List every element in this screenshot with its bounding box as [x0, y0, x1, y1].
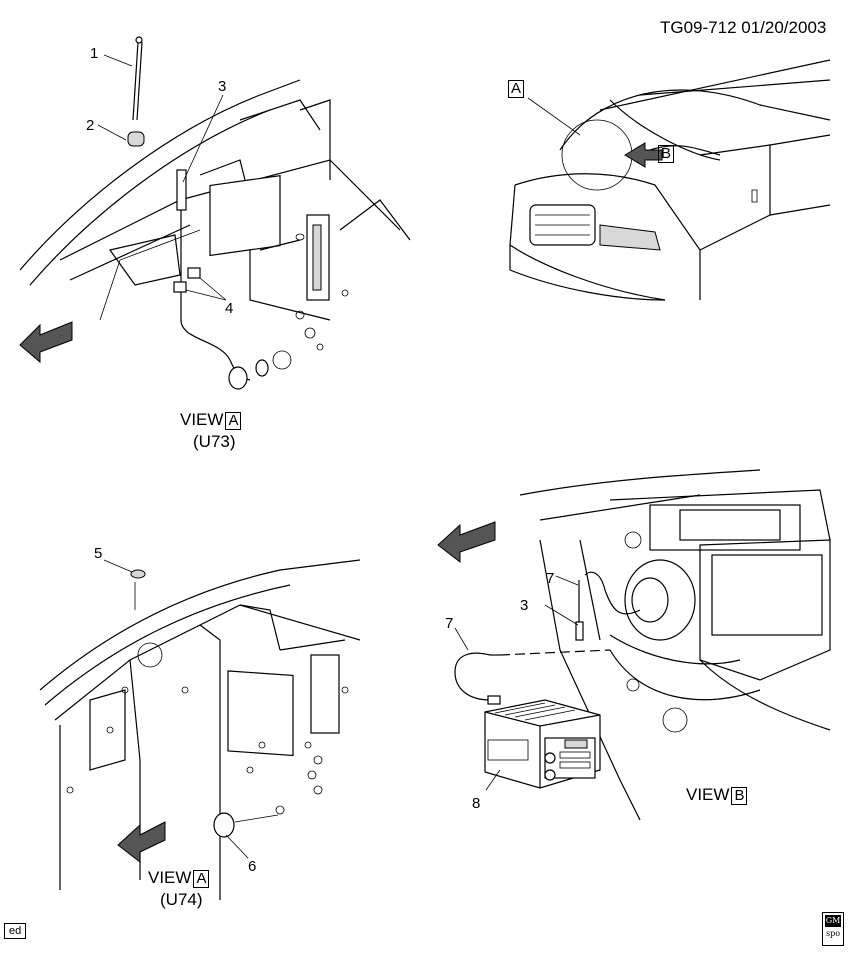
view-a-sub-top: (U73) [193, 432, 236, 451]
callout-7-lower: 7 [445, 615, 454, 632]
view-a-sub-bottom: (U74) [160, 890, 203, 909]
van-illustration [509, 59, 831, 301]
callout-2: 2 [86, 117, 95, 134]
callout-3-view-b: 3 [520, 597, 529, 614]
fender-assembly-u74 [39, 521, 496, 900]
fender-assembly-u73 [19, 36, 411, 390]
callout-1: 1 [90, 45, 99, 62]
callout-7-upper: 7 [546, 570, 555, 587]
van-view-b-tag: B [656, 145, 675, 163]
callout-3: 3 [218, 78, 227, 95]
dash-and-radio-assembly [454, 469, 831, 821]
diagram-code-date: TG09-712 01/20/2003 [660, 18, 827, 37]
callout-8: 8 [472, 795, 481, 812]
footer-ed-tag: ed [4, 923, 27, 939]
callout-6: 6 [248, 858, 257, 875]
callout-4: 4 [225, 300, 234, 317]
gm-spo-logo: GM spo [822, 912, 844, 946]
van-view-a-tag: A [506, 80, 525, 98]
callout-5: 5 [94, 545, 103, 562]
